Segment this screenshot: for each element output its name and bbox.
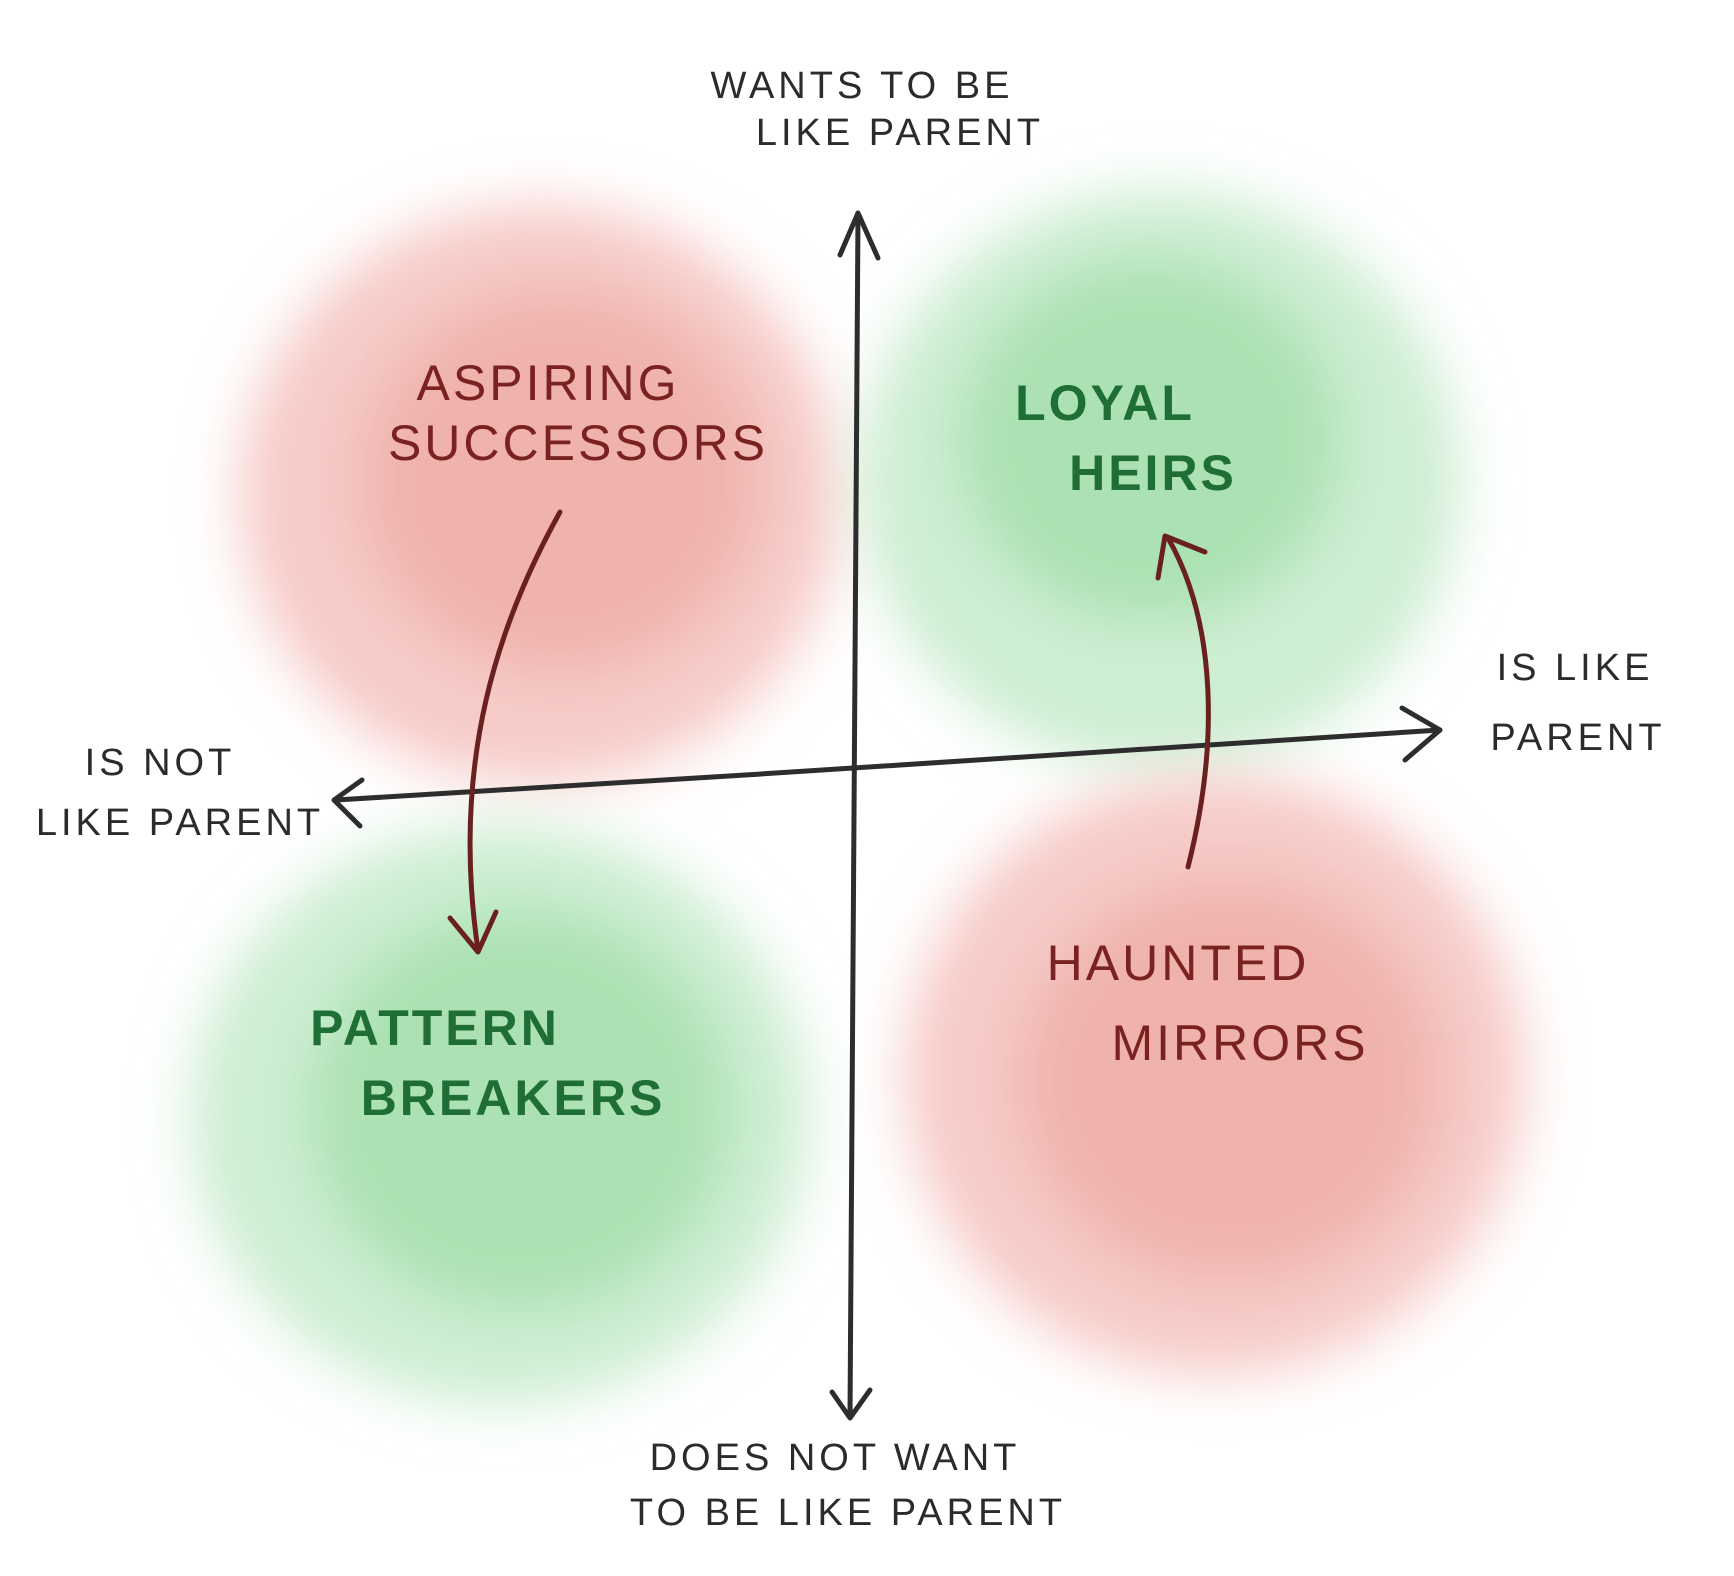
quadrant-label-loyal-heirs: Loyal Heirs — [1015, 375, 1237, 501]
quadrant-label-line: Mirrors — [1111, 1015, 1368, 1071]
axis-label-left: is not like parent — [36, 742, 324, 844]
arrow-aspiring-to-pattern — [447, 509, 563, 955]
quadrant-label-pattern-breakers: Pattern Breakers — [310, 1000, 666, 1126]
axis-label-top: Wants to be like parent — [710, 65, 1044, 154]
quadrant-label-aspiring-successors: Aspiring Successors — [388, 355, 768, 471]
quadrant-label-line: Haunted — [1047, 935, 1310, 991]
axis-label-bottom-line-2: to be like parent — [630, 1492, 1066, 1534]
horizontal-axis — [331, 705, 1443, 829]
quadrant-label-line: Breakers — [361, 1070, 666, 1126]
axis-label-bottom: Does not want to be like parent — [630, 1437, 1066, 1534]
quadrant-label-haunted-mirrors: Haunted Mirrors — [1047, 935, 1368, 1071]
quadrant-label-line: Loyal — [1015, 375, 1195, 431]
axis-label-right-line-1: is like — [1497, 647, 1654, 689]
blob-bottom-right — [905, 775, 1525, 1375]
blob-top-left — [240, 205, 840, 785]
blob-top-right — [860, 190, 1460, 770]
quadrant-label-line: Heirs — [1069, 445, 1237, 501]
axis-label-top-line-1: Wants to be — [710, 65, 1013, 107]
quadrant-label-line: Aspiring — [417, 355, 680, 411]
axis-label-top-line-2: like parent — [756, 112, 1044, 154]
blob-bottom-left — [190, 825, 810, 1405]
quadrant-label-line: Successors — [388, 415, 768, 471]
axis-label-left-line-1: is not — [85, 742, 236, 784]
axis-label-right-line-2: parent — [1490, 717, 1665, 759]
vertical-axis — [829, 210, 881, 1421]
axis-label-left-line-2: like parent — [36, 802, 324, 844]
arrow-haunted-to-loyal — [1155, 533, 1211, 870]
axis-label-right: is like parent — [1490, 647, 1665, 759]
quadrant-label-line: Pattern — [310, 1000, 560, 1056]
axis-label-bottom-line-1: Does not want — [650, 1437, 1021, 1479]
